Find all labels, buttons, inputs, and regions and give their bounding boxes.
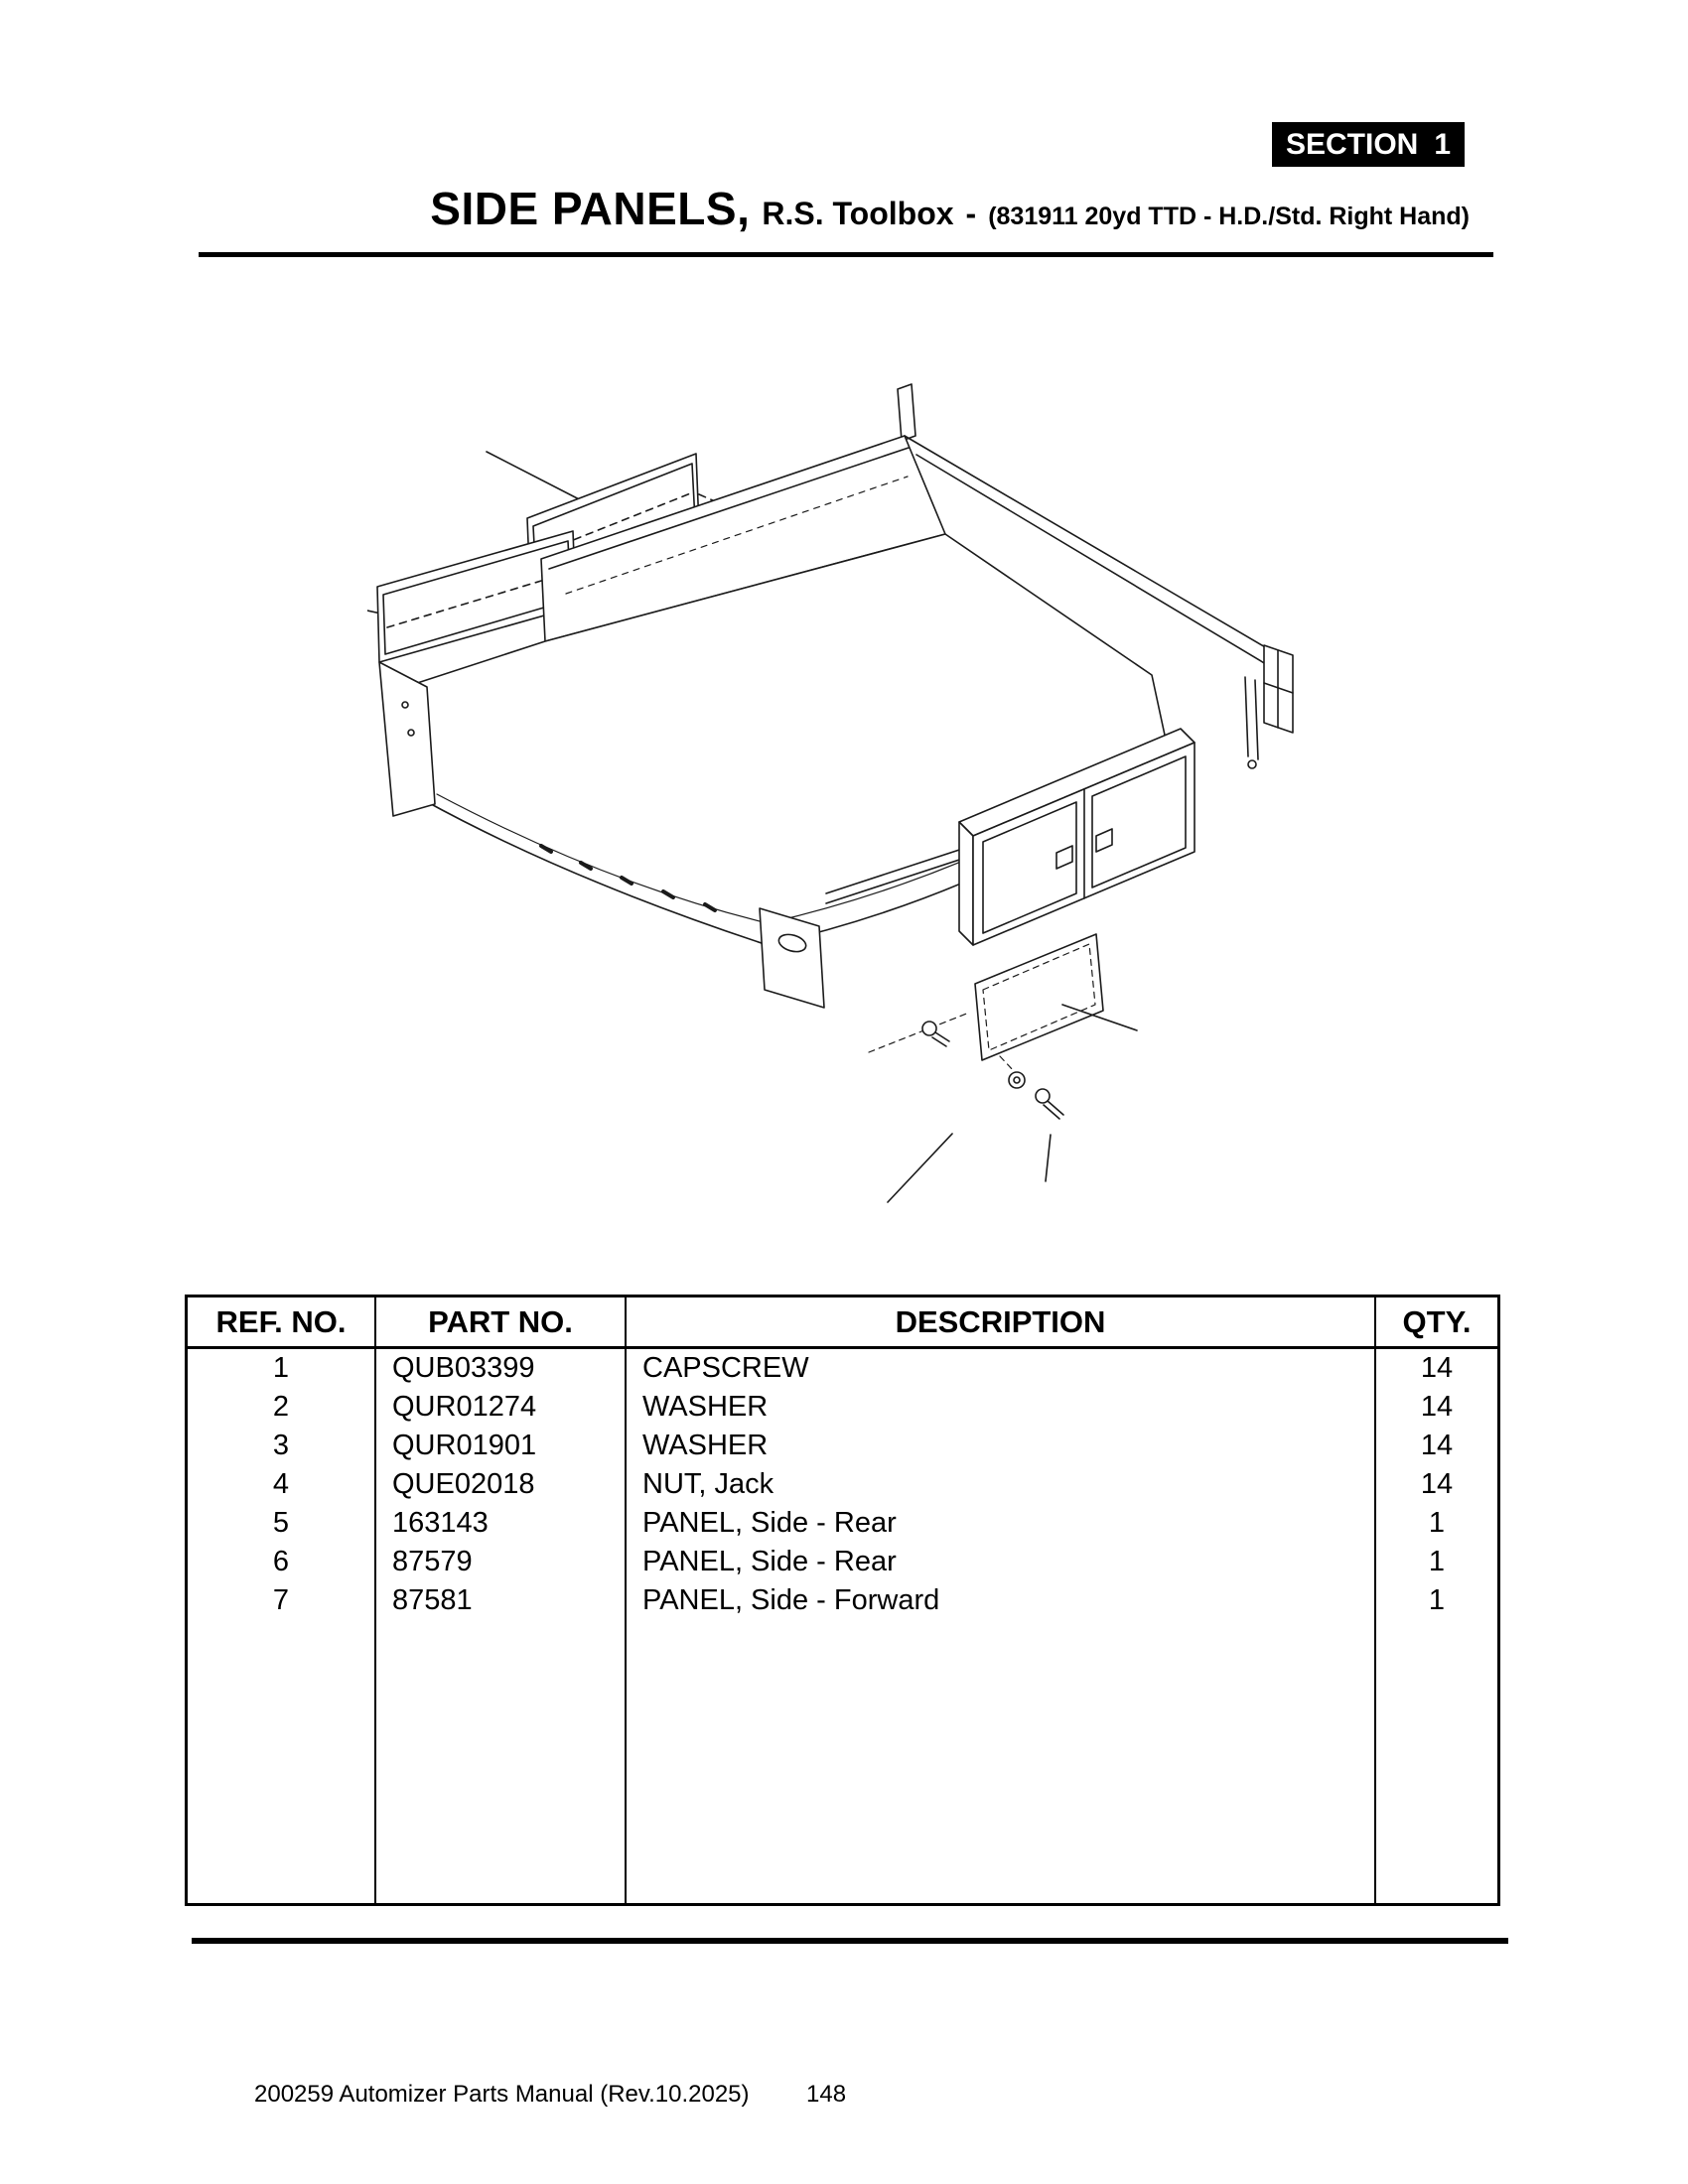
header-qty: QTY. [1402, 1303, 1472, 1339]
cell-desc: PANEL, Side - Forward [627, 1581, 1376, 1620]
cell-part: 87581 [376, 1581, 627, 1620]
cell-qty: 14 [1420, 1430, 1454, 1461]
table-empty-space [376, 1620, 627, 1903]
parts-table-body: 1 QUB03399 CAPSCREW 14 2 QUR01274 WASHER… [188, 1349, 1497, 1903]
section-badge: SECTION 1 [1272, 122, 1465, 167]
cell-part: QUR01901 [376, 1427, 627, 1465]
cell-desc: NUT, Jack [627, 1465, 1376, 1504]
header-part-no: PART NO. [376, 1297, 627, 1346]
cell-ref: 7 [188, 1581, 376, 1620]
truck-bed-body [378, 383, 1294, 1009]
cell-desc: PANEL, Side - Rear [627, 1543, 1376, 1581]
cell-part: QUE02018 [376, 1465, 627, 1504]
cell-qty: 1 [1428, 1584, 1446, 1616]
toolbox [958, 728, 1196, 946]
title-main: SIDE PANELS, [430, 183, 751, 234]
cell-part: QUB03399 [376, 1349, 627, 1388]
cell-desc: PANEL, Side - Rear [627, 1504, 1376, 1543]
cell-qty: 14 [1420, 1352, 1454, 1384]
fasteners [868, 1012, 1064, 1203]
page-title: SIDE PANELS, R.S. Toolbox - (831911 20yd… [430, 182, 1470, 235]
table-empty-space [627, 1620, 1376, 1903]
cell-part: QUR01274 [376, 1388, 627, 1427]
cell-desc: WASHER [627, 1427, 1376, 1465]
cell-part: 87579 [376, 1543, 627, 1581]
header-ref-no: REF. NO. [188, 1297, 376, 1346]
cell-desc: WASHER [627, 1388, 1376, 1427]
table-empty-space [1376, 1620, 1497, 1903]
footer-page-number: 148 [806, 2081, 847, 2108]
cell-desc: CAPSCREW [627, 1349, 1376, 1388]
cell-ref: 5 [188, 1504, 376, 1543]
cell-ref: 4 [188, 1465, 376, 1504]
header-description: DESCRIPTION [627, 1297, 1376, 1346]
title-divider [199, 252, 1493, 257]
cell-ref: 6 [188, 1543, 376, 1581]
title-detail: (831911 20yd TTD - H.D./Std. Right Hand) [988, 203, 1470, 230]
cell-qty: 14 [1420, 1391, 1454, 1423]
title-dash: - [965, 196, 977, 231]
section-number: 1 [1434, 127, 1451, 161]
footer-manual-title: 200259 Automizer Parts Manual (Rev.10.20… [254, 2081, 750, 2108]
cell-qty: 14 [1420, 1468, 1454, 1500]
parts-table-header: REF. NO. PART NO. DESCRIPTION QTY. [188, 1297, 1497, 1349]
cell-ref: 1 [188, 1349, 376, 1388]
cell-ref: 3 [188, 1427, 376, 1465]
side-panel-rear [376, 530, 577, 663]
mount-panel [974, 933, 1138, 1061]
cell-qty: 1 [1428, 1546, 1446, 1577]
footer-divider [192, 1938, 1508, 1944]
title-sub: R.S. Toolbox [762, 196, 954, 231]
section-label: SECTION [1286, 127, 1419, 161]
cell-ref: 2 [188, 1388, 376, 1427]
parts-diagram [366, 383, 1294, 1203]
table-empty-space [188, 1620, 376, 1903]
parts-diagram-container [366, 367, 1311, 1211]
cell-qty: 1 [1428, 1507, 1446, 1539]
cell-part: 163143 [376, 1504, 627, 1543]
parts-table: REF. NO. PART NO. DESCRIPTION QTY. 1 QUB… [185, 1295, 1500, 1906]
